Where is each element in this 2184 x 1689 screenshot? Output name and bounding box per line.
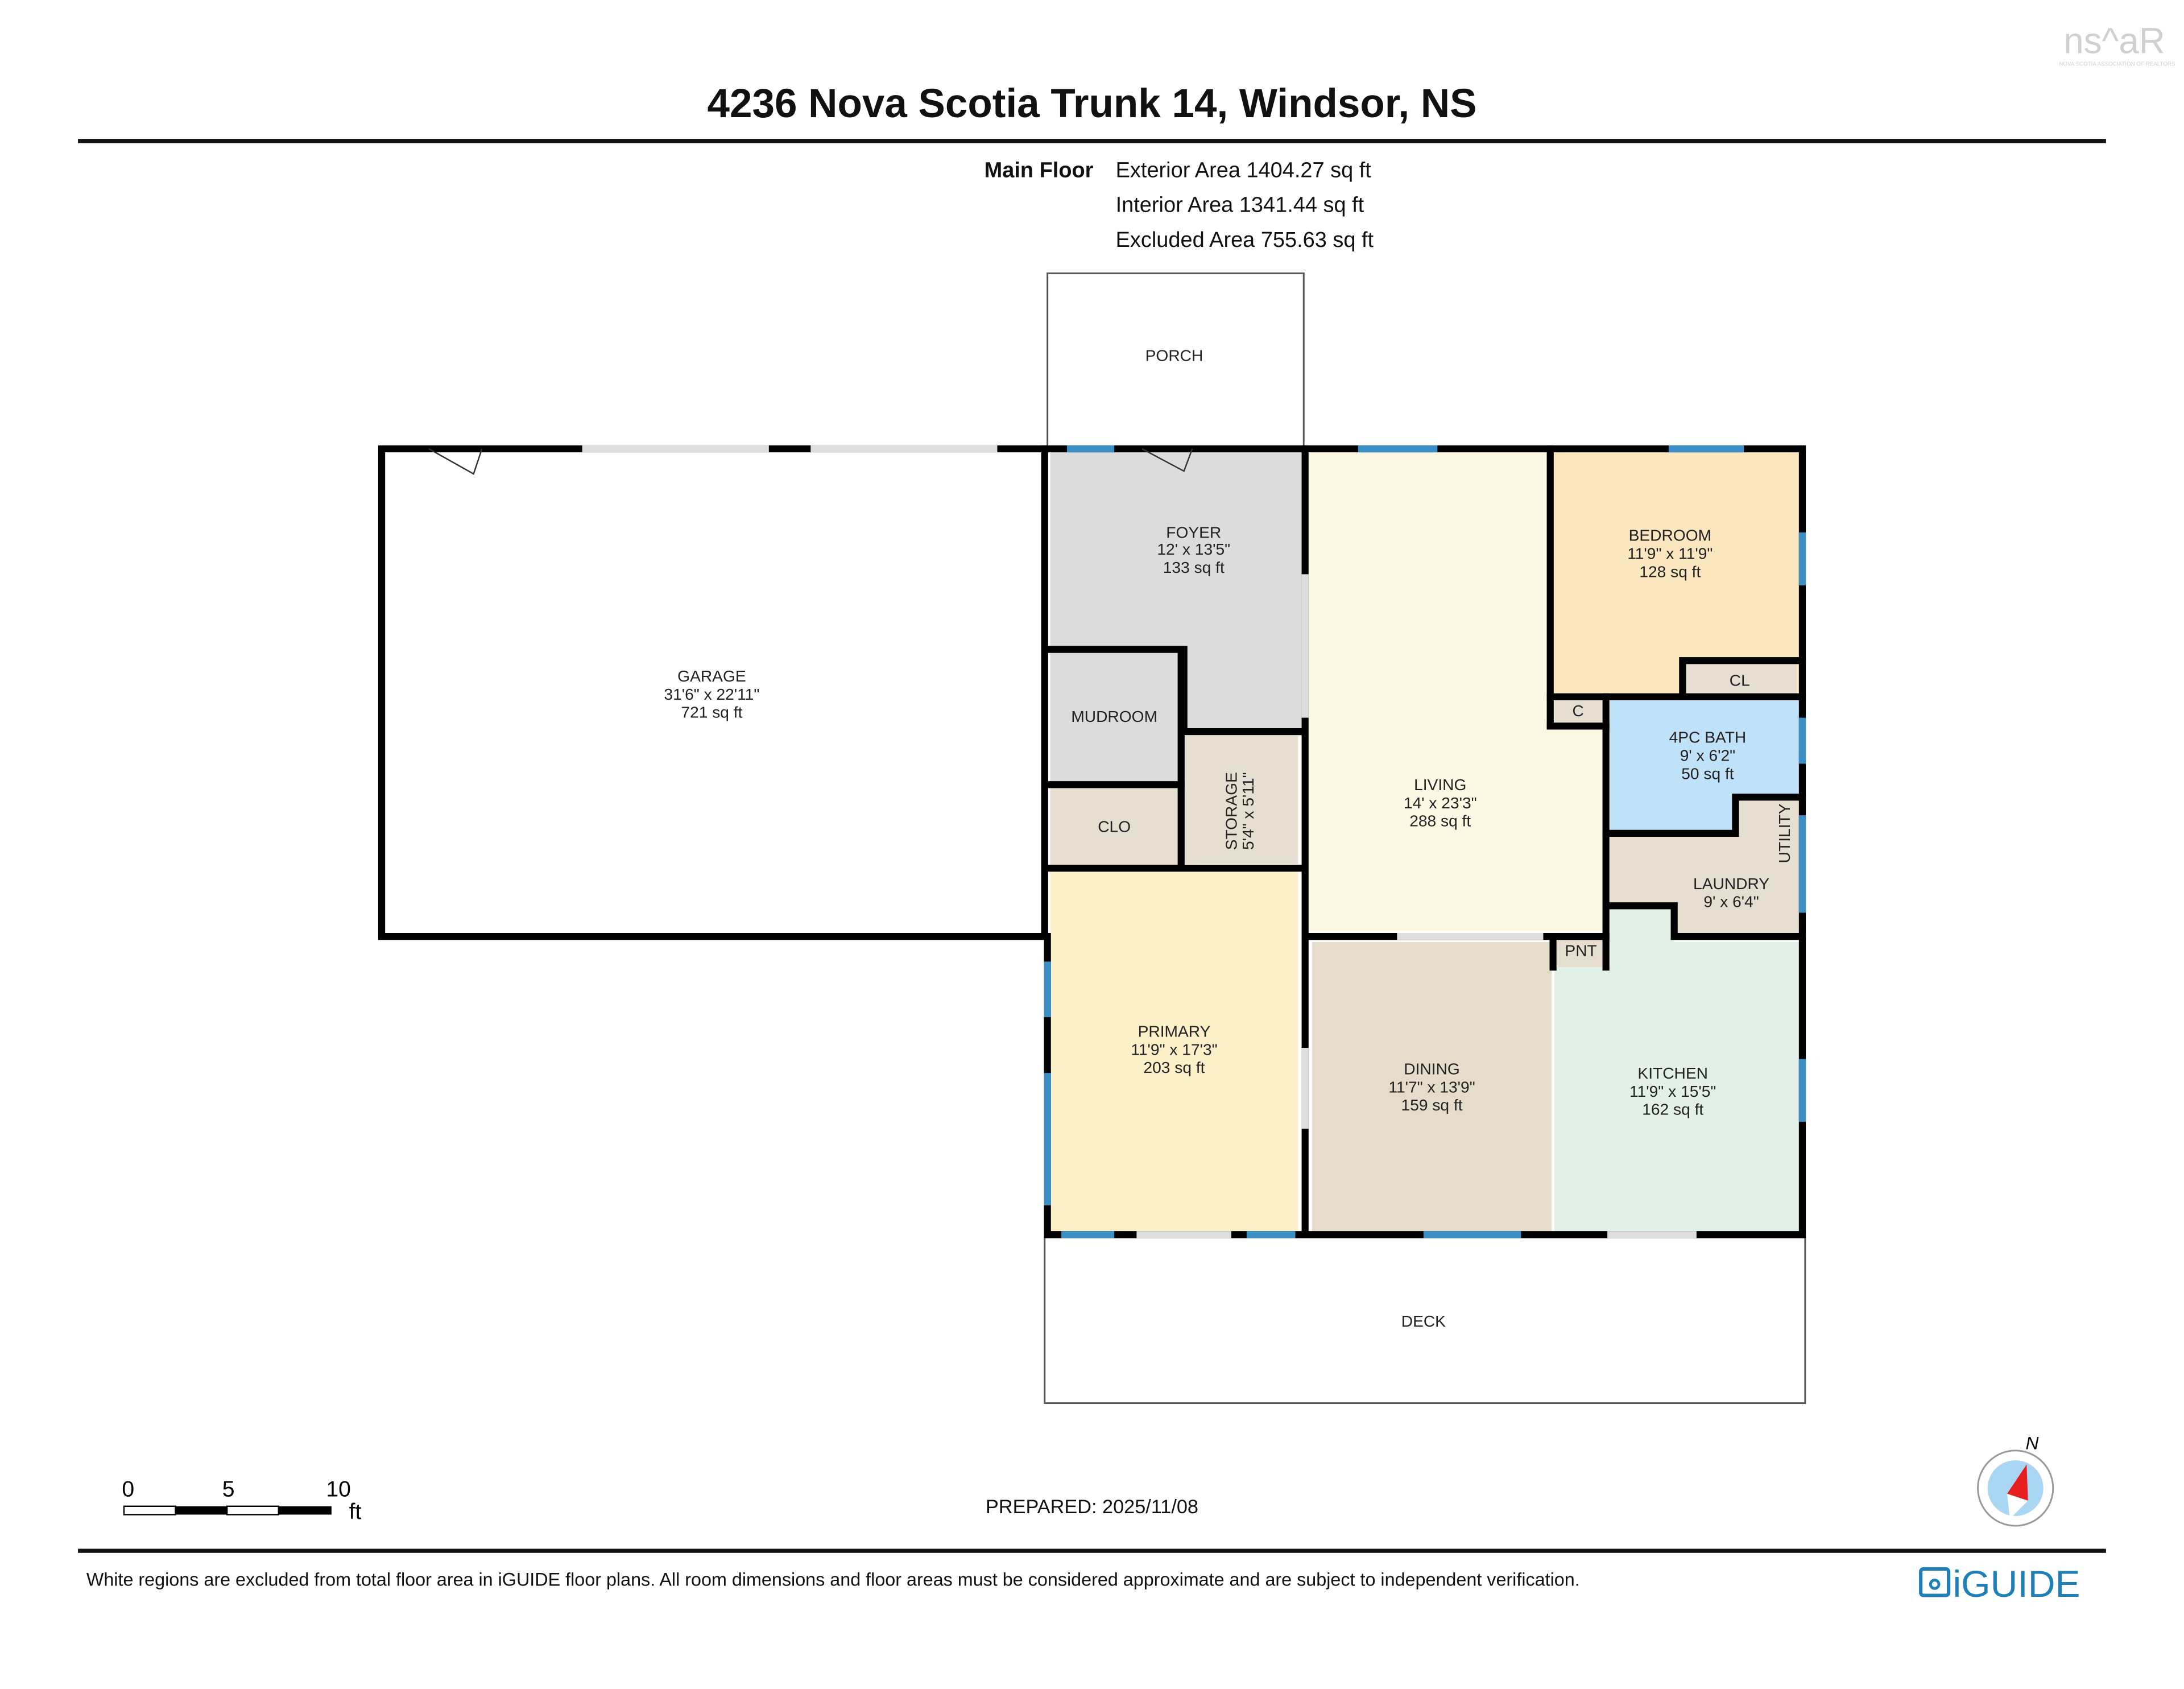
deck-label: DECK xyxy=(1401,1312,1446,1330)
garage-label: GARAGE xyxy=(677,667,746,685)
kitchen-label: KITCHEN xyxy=(1637,1064,1708,1082)
room-primary xyxy=(1050,869,1298,1232)
bath-dims: 9' x 6'2" xyxy=(1680,747,1735,765)
footer-disclaimer: White regions are excluded from total fl… xyxy=(86,1569,1580,1589)
scale-label-0: 0 xyxy=(122,1477,134,1502)
walls xyxy=(378,272,1806,1238)
interior-area: Interior Area 1341.44 sq ft xyxy=(1116,193,1364,217)
compass-north-label: N xyxy=(2026,1432,2039,1453)
laundry-label: LAUNDRY xyxy=(1693,875,1769,893)
iguide-camera-icon xyxy=(1919,1567,1951,1597)
clo-label: CLO xyxy=(1098,817,1131,835)
living-area: 288 sq ft xyxy=(1409,812,1471,830)
room-bedroom xyxy=(1552,448,1800,695)
kitchen-area: 162 sq ft xyxy=(1642,1101,1703,1118)
room-labels: PORCH GARAGE 31'6" x 22'11" 721 sq ft FO… xyxy=(664,347,1793,1330)
living-label: LIVING xyxy=(1414,776,1466,794)
bedroom-label: BEDROOM xyxy=(1629,527,1711,544)
bedroom-area: 128 sq ft xyxy=(1639,563,1701,580)
room-kitchen xyxy=(1554,908,1800,1232)
room-cl xyxy=(1682,663,1797,695)
room-storage xyxy=(1184,736,1298,864)
foyer-label: FOYER xyxy=(1166,524,1221,542)
utility-label: UTILITY xyxy=(1776,803,1793,863)
scale-label-5: 5 xyxy=(222,1477,235,1502)
floor-name: Main Floor xyxy=(985,158,1094,182)
room-porch xyxy=(1047,273,1304,447)
compass-icon: N xyxy=(1977,1432,2054,1527)
dining-label: DINING xyxy=(1404,1060,1460,1078)
foyer-area: 133 sq ft xyxy=(1163,559,1225,576)
room-fills xyxy=(382,273,1806,1405)
dining-dims: 11'7" x 13'9" xyxy=(1388,1078,1475,1096)
bath-area: 50 sq ft xyxy=(1681,765,1734,782)
laundry-dims: 9' x 6'4" xyxy=(1703,893,1759,911)
primary-label: PRIMARY xyxy=(1138,1022,1211,1040)
room-clo xyxy=(1050,787,1178,867)
primary-area: 203 sq ft xyxy=(1143,1059,1205,1076)
room-laundry xyxy=(1610,800,1800,934)
iguide-logo: iGUIDE xyxy=(1919,1563,2080,1605)
bath-label: 4PC BATH xyxy=(1669,729,1747,746)
mudroom-label: MUDROOM xyxy=(1071,708,1157,725)
room-dining xyxy=(1312,941,1552,1232)
garage-dims: 31'6" x 22'11" xyxy=(664,685,759,703)
scale-unit: ft xyxy=(349,1500,362,1524)
room-pnt xyxy=(1557,939,1605,968)
nsar-logo-subtitle: NOVA SCOTIA ASSOCIATION OF REALTORS xyxy=(2059,61,2175,68)
exterior-area: Exterior Area 1404.27 sq ft xyxy=(1116,158,1372,182)
room-bath xyxy=(1610,699,1800,831)
living-dims: 14' x 23'3" xyxy=(1404,794,1477,812)
area-summary: Main Floor Exterior Area 1404.27 sq ft I… xyxy=(985,158,1374,251)
page-title: 4236 Nova Scotia Trunk 14, Windsor, NS xyxy=(707,81,1476,126)
iguide-brand: iGUIDE xyxy=(1953,1563,2080,1605)
pnt-label: PNT xyxy=(1565,941,1596,959)
cl-label: CL xyxy=(1730,671,1750,689)
room-garage xyxy=(382,448,1045,937)
excluded-area: Excluded Area 755.63 sq ft xyxy=(1116,228,1374,252)
prepared-date: PREPARED: 2025/11/08 xyxy=(986,1496,1198,1518)
room-c xyxy=(1554,699,1602,725)
garage-area: 721 sq ft xyxy=(681,704,742,721)
room-mudroom xyxy=(1050,649,1181,783)
c-label: C xyxy=(1573,702,1584,720)
room-deck xyxy=(1044,1236,1806,1405)
storage-dims: 5'4" x 5'11" xyxy=(1239,772,1257,850)
kitchen-dims: 11'9" x 15'5" xyxy=(1629,1083,1716,1100)
nsar-logo: ns^aR NOVA SCOTIA ASSOCIATION OF REALTOR… xyxy=(2059,20,2175,67)
nsar-logo-text: ns^aR xyxy=(2063,20,2165,61)
primary-dims: 11'9" x 17'3" xyxy=(1131,1040,1217,1058)
room-foyer xyxy=(1050,451,1304,732)
bedroom-dims: 11'9" x 11'9" xyxy=(1627,544,1713,562)
dining-area: 159 sq ft xyxy=(1401,1096,1463,1114)
room-living xyxy=(1309,448,1605,931)
foyer-dims: 12' x 13'5" xyxy=(1157,540,1230,558)
porch-label: PORCH xyxy=(1145,347,1203,365)
scale-bar: 0 5 10 ft xyxy=(122,1477,361,1524)
scale-label-10: 10 xyxy=(326,1477,351,1502)
storage-label: STORAGE xyxy=(1223,772,1240,850)
